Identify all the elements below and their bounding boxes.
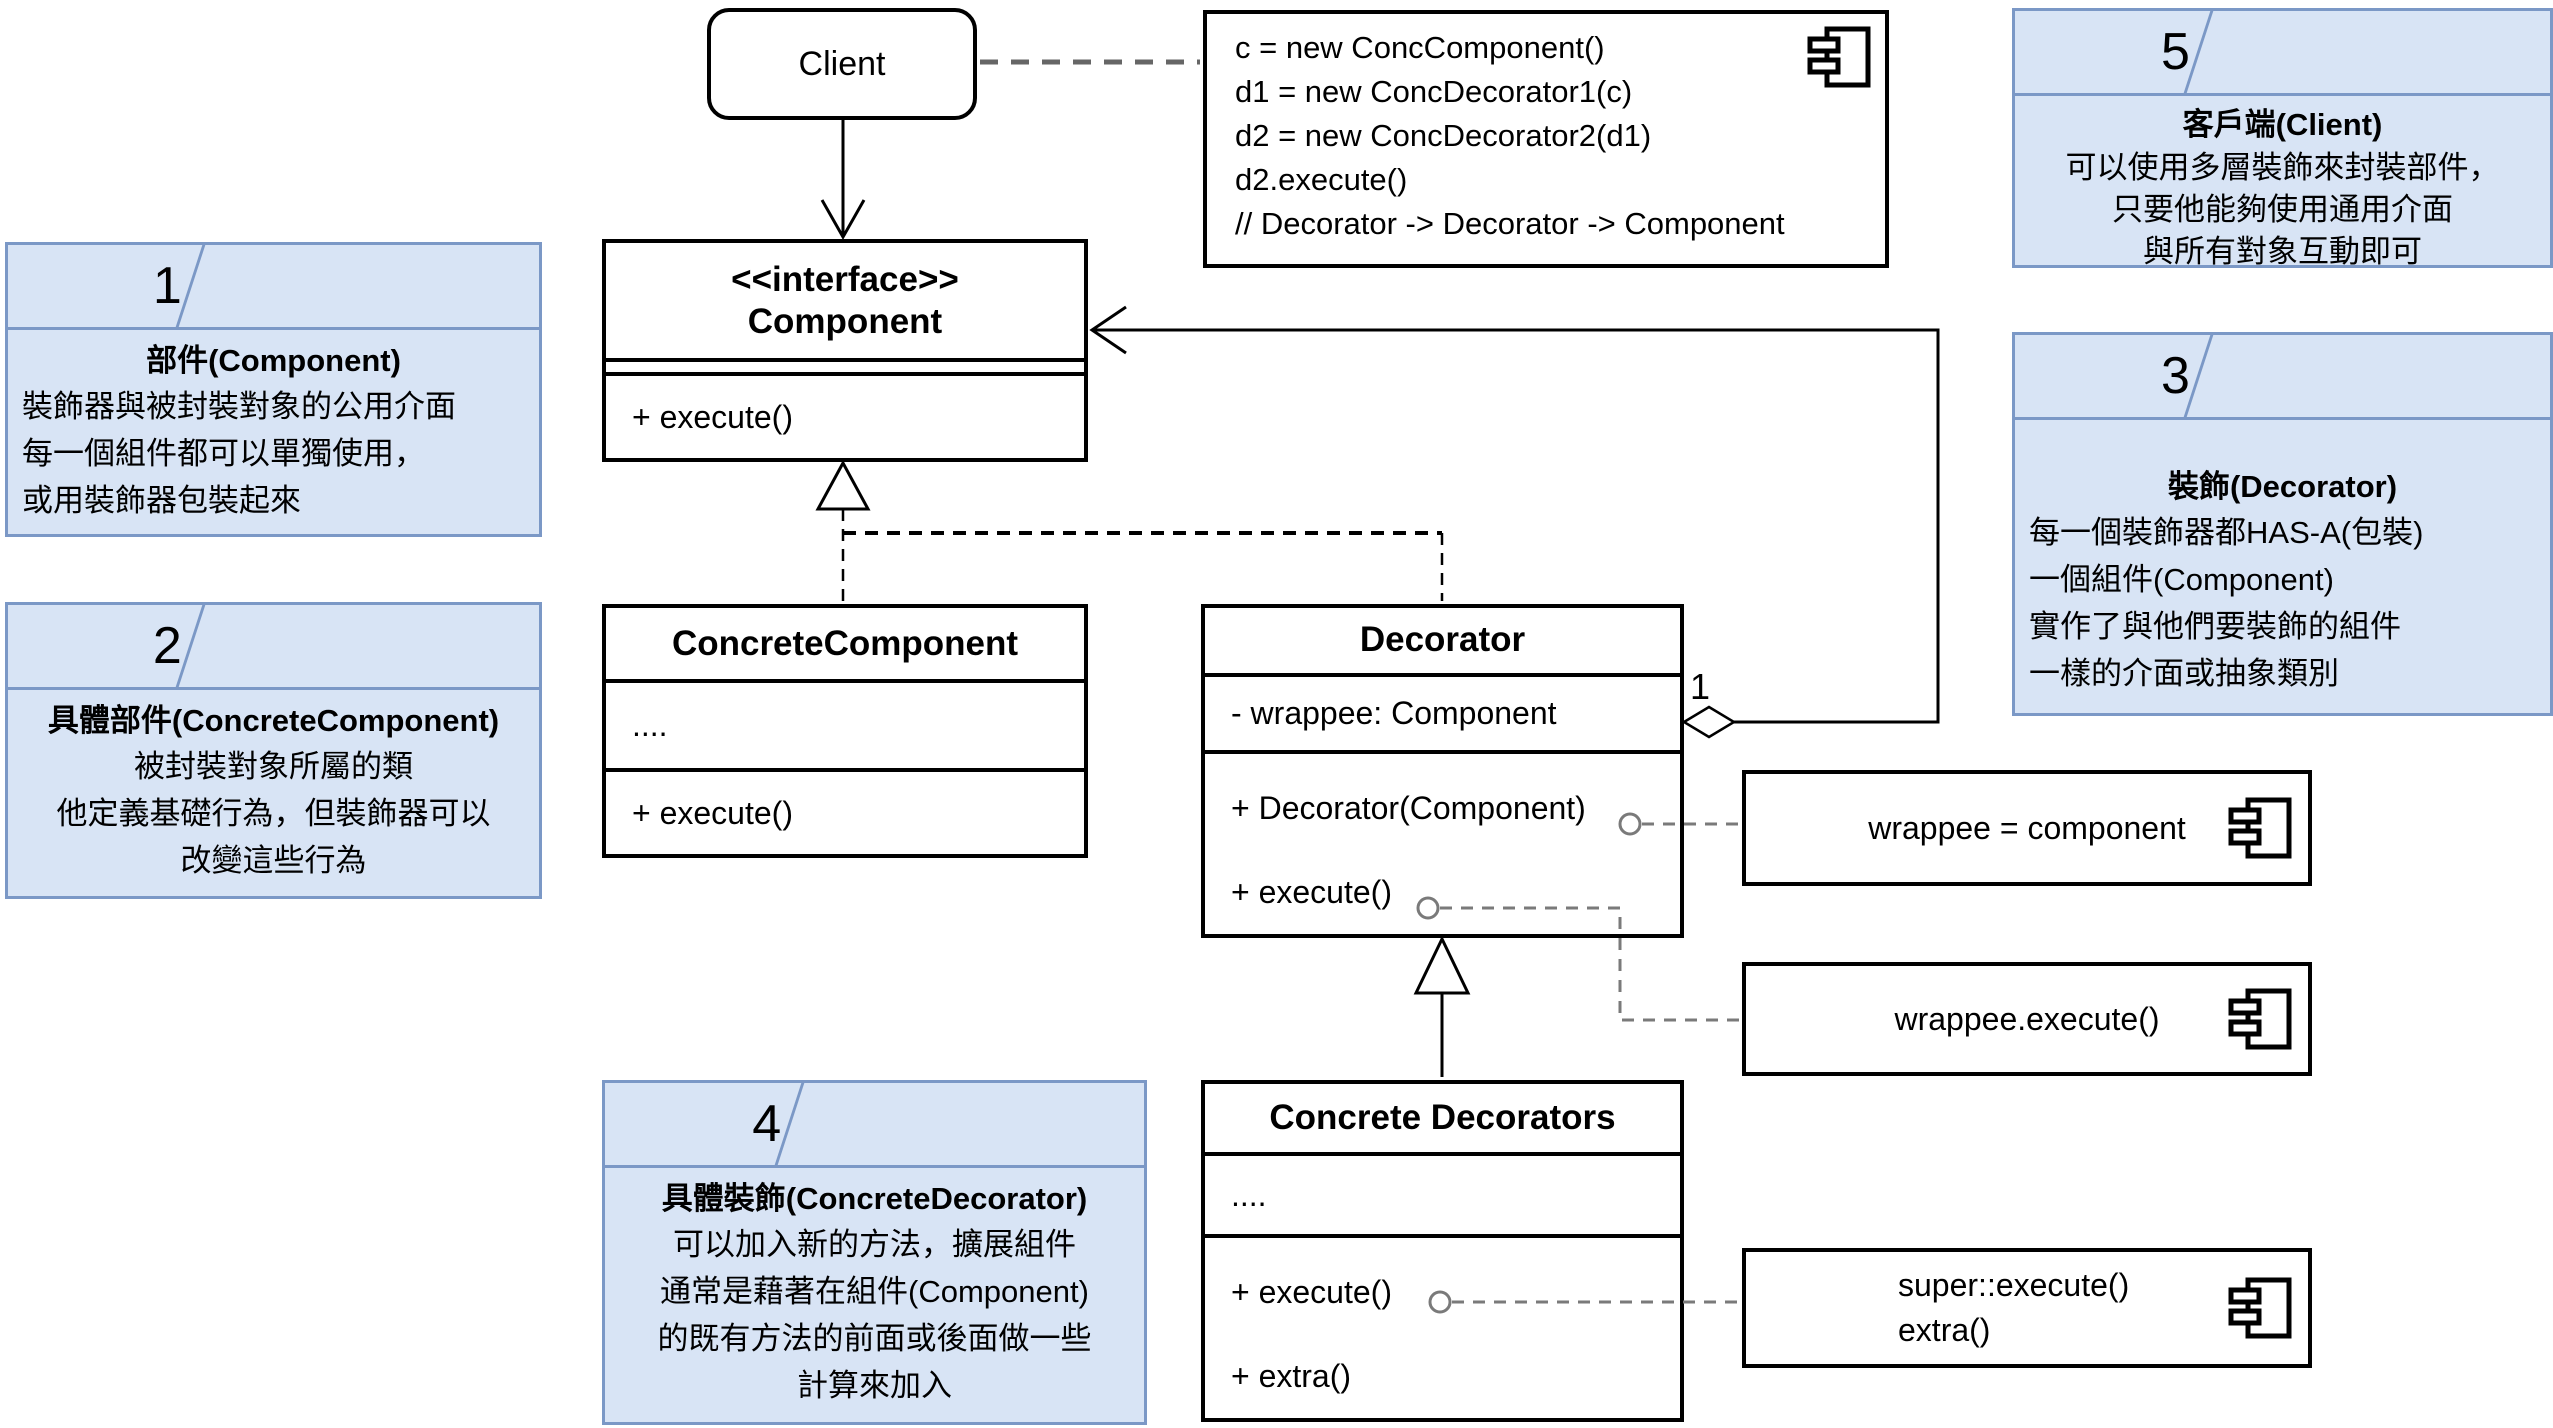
snippet-wrappee-execute: wrappee.execute() xyxy=(1742,962,2312,1076)
class-concrete-component: ConcreteComponent .... + execute() xyxy=(602,604,1088,858)
note-line: 或用裝飾器包裝起來 xyxy=(22,483,301,518)
class-title: <<interface>> Component xyxy=(606,243,1084,358)
note-number: 3 xyxy=(2161,347,2190,405)
note-line: 他定義基礎行為，但裝飾器可以 xyxy=(56,796,491,831)
class-name: ConcreteComponent xyxy=(671,623,1019,663)
uml-component-icon xyxy=(2228,1277,2292,1339)
method: + execute() xyxy=(632,398,793,435)
note-line: 計算來加入 xyxy=(797,1368,952,1403)
uml-component-icon xyxy=(2228,797,2292,859)
attributes-section: - wrappee: Component xyxy=(1205,672,1680,750)
class-title: ConcreteComponent xyxy=(606,608,1084,679)
attributes-section: .... xyxy=(1205,1152,1680,1234)
code-line: d1 = new ConcDecorator1(c) xyxy=(1235,74,1633,109)
class-name: Decorator xyxy=(1359,620,1526,660)
methods-section: + execute() xyxy=(606,372,1084,458)
note-header: 2 xyxy=(8,605,539,690)
attribute: - wrappee: Component xyxy=(1231,694,1557,731)
method: + execute() xyxy=(1231,1274,1392,1310)
code-line: // Decorator -> Decorator -> Component xyxy=(1235,206,1785,241)
generalization-connector xyxy=(1413,935,1471,1077)
note-component: 1 部件(Component) 裝飾器與被封裝對象的公用介面 每一個組件都可以單… xyxy=(5,242,542,537)
note-line: 實作了與他們要裝飾的組件 xyxy=(2029,609,2401,644)
note-line: 每一個裝飾器都HAS-A(包裝) xyxy=(2029,515,2424,550)
note-line: 可以使用多層裝飾來封裝部件， xyxy=(2065,150,2500,185)
note-concrete-decorator: 4 具體裝飾(ConcreteDecorator) 可以加入新的方法，擴展組件 … xyxy=(602,1080,1147,1425)
class-name: Component xyxy=(747,301,943,341)
note-client: 5 客戶端(Client) 可以使用多層裝飾來封裝部件， 只要他能夠使用通用介面… xyxy=(2012,8,2553,269)
note-header: 1 xyxy=(8,245,539,330)
code-line: d2.execute() xyxy=(1235,162,1408,197)
note-line: 改變這些行為 xyxy=(180,843,367,878)
class-stereotype: <<interface>> xyxy=(731,259,959,299)
note-title: 具體裝飾(ConcreteDecorator) xyxy=(661,1181,1088,1216)
attribute: .... xyxy=(1231,1176,1267,1213)
note-line: 通常是藉著在組件(Component) xyxy=(660,1274,1089,1309)
note-line: 與所有對象互動即可 xyxy=(2143,234,2422,269)
code-line: c = new ConcComponent() xyxy=(1235,30,1605,65)
attributes-section: .... xyxy=(606,679,1084,768)
note-body: 裝飾(Decorator) 每一個裝飾器都HAS-A(包裝) 一個組件(Comp… xyxy=(2015,420,2550,705)
class-component: <<interface>> Component + execute() xyxy=(602,239,1088,462)
note-line: 被封裝對象所屬的類 xyxy=(134,749,413,784)
method: + execute() xyxy=(632,794,793,831)
note-header: 4 xyxy=(605,1083,1144,1168)
note-number: 4 xyxy=(752,1095,782,1153)
snippet-line: extra() xyxy=(1898,1312,1991,1348)
note-line: 一個組件(Component) xyxy=(2029,562,2334,597)
note-title: 具體部件(ConcreteComponent) xyxy=(47,703,500,738)
note-line: 裝飾器與被封裝對象的公用介面 xyxy=(22,389,456,424)
method: + extra() xyxy=(1231,1358,1352,1394)
uml-component-icon xyxy=(2228,988,2292,1050)
snippet-line: super::execute() xyxy=(1898,1267,2130,1303)
note-number: 5 xyxy=(2161,23,2190,81)
note-title: 裝飾(Decorator) xyxy=(2167,469,2398,504)
multiplicity-label: 1 xyxy=(1690,666,1711,707)
class-concrete-decorators: Concrete Decorators .... + execute() + e… xyxy=(1201,1080,1684,1422)
snippet-wrappee-assign: wrappee = component xyxy=(1742,770,2312,886)
code-line: d2 = new ConcDecorator2(d1) xyxy=(1235,118,1652,153)
note-number: 2 xyxy=(152,617,182,675)
method: + Decorator(Component) xyxy=(1231,790,1586,826)
methods-section: + Decorator(Component) + execute() xyxy=(1205,750,1680,934)
note-title: 客戶端(Client) xyxy=(2182,107,2383,142)
realization-connector xyxy=(815,459,1444,601)
note-decorator: 3 裝飾(Decorator) 每一個裝飾器都HAS-A(包裝) 一個組件(Co… xyxy=(2012,332,2553,716)
client-to-component-arrow xyxy=(820,120,866,241)
snippet-text: wrappee.execute() xyxy=(1894,1000,2160,1037)
note-body: 具體裝飾(ConcreteDecorator) 可以加入新的方法，擴展組件 通常… xyxy=(605,1168,1144,1417)
class-decorator: Decorator - wrappee: Component + Decorat… xyxy=(1201,604,1684,938)
client-node: Client xyxy=(707,8,977,120)
note-header: 5 xyxy=(2015,11,2550,96)
attributes-section-empty xyxy=(606,358,1084,372)
note-body: 具體部件(ConcreteComponent) 被封裝對象所屬的類 他定義基礎行… xyxy=(8,690,539,892)
note-title: 部件(Component) xyxy=(146,343,401,378)
snippet-text: wrappee = component xyxy=(1868,809,2186,846)
note-line: 可以加入新的方法，擴展組件 xyxy=(673,1227,1076,1262)
note-line: 的既有方法的前面或後面做一些 xyxy=(657,1321,1092,1356)
client-code-note: c = new ConcComponent() d1 = new ConcDec… xyxy=(1203,10,1889,268)
note-line: 一樣的介面或抽象類別 xyxy=(2029,656,2339,691)
class-title: Decorator xyxy=(1205,608,1680,673)
note-line: 只要他能夠使用通用介面 xyxy=(2112,192,2453,227)
note-concrete-component: 2 具體部件(ConcreteComponent) 被封裝對象所屬的類 他定義基… xyxy=(5,602,542,899)
class-title: Concrete Decorators xyxy=(1205,1084,1680,1152)
methods-section: + execute() + extra() xyxy=(1205,1234,1680,1418)
note-header: 3 xyxy=(2015,335,2550,420)
note-number: 1 xyxy=(152,257,182,315)
note-line: 每一個組件都可以單獨使用， xyxy=(22,436,425,471)
snippet-super-execute: super::execute() extra() xyxy=(1742,1248,2312,1368)
methods-section: + execute() xyxy=(606,768,1084,854)
attribute: .... xyxy=(632,707,668,743)
uml-component-icon xyxy=(1807,26,1871,88)
method: + execute() xyxy=(1231,874,1392,910)
note-body: 客戶端(Client) 可以使用多層裝飾來封裝部件， 只要他能夠使用通用介面 與… xyxy=(2015,96,2550,281)
snippet-text: super::execute() extra() xyxy=(1898,1263,2129,1353)
note-body: 部件(Component) 裝飾器與被封裝對象的公用介面 每一個組件都可以單獨使… xyxy=(8,330,539,532)
client-label: Client xyxy=(798,44,886,83)
class-name: Concrete Decorators xyxy=(1269,1098,1616,1138)
